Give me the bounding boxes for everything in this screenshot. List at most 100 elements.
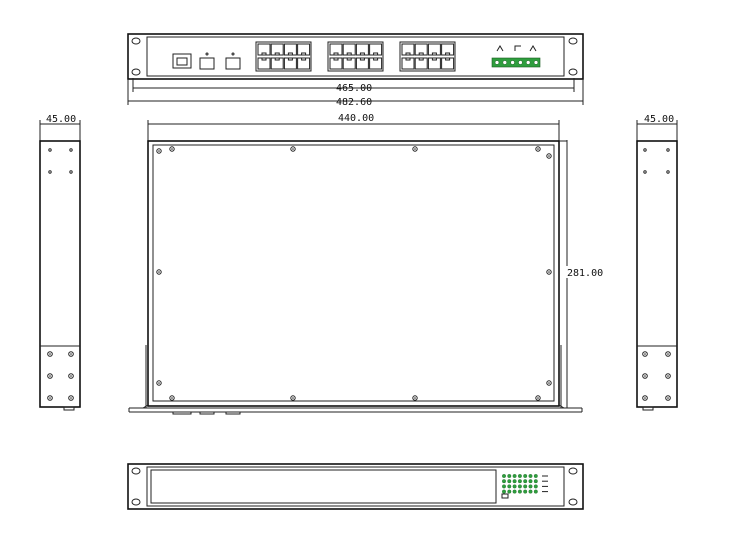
rj45-latch-icon — [418, 57, 424, 61]
mount-hole-icon — [642, 351, 648, 357]
mount-hole-icon — [665, 351, 671, 357]
led-indicator-icon — [517, 474, 522, 478]
rj45-latch-icon — [274, 57, 280, 61]
screw-icon — [535, 395, 541, 401]
side-hole-icon — [48, 148, 52, 152]
rj45-latch-icon — [373, 52, 379, 56]
rj45-latch-icon — [261, 52, 267, 56]
terminal-marking-icon — [496, 45, 537, 52]
mount-hole-center — [49, 353, 51, 355]
led-indicator-icon — [507, 479, 512, 484]
terminal-pin-icon — [533, 60, 539, 65]
led-indicator-icon — [507, 484, 512, 489]
rack-hole-icon — [568, 68, 578, 76]
led-indicator-icon — [523, 474, 528, 478]
terminal-pin-icon — [510, 60, 515, 65]
rj45-latch-icon — [445, 57, 451, 61]
rj45-block-outline — [399, 41, 456, 72]
rj45-latch-icon — [431, 57, 437, 61]
mount-hole-icon — [47, 373, 53, 379]
rj45-latch-icon — [287, 57, 293, 61]
mount-hole-center — [644, 397, 646, 399]
top-view: 440.00 281.00 — [128, 113, 603, 415]
screw-icon — [535, 146, 541, 152]
dim-label-height-left: 45.00 — [46, 114, 76, 125]
led-indicator-icon — [533, 484, 538, 489]
mount-hole-icon — [68, 373, 74, 379]
screw-center — [171, 148, 173, 150]
screw-icon — [156, 380, 162, 386]
front-panel-outline — [127, 33, 584, 80]
dim-label-height-right: 45.00 — [644, 114, 674, 125]
rack-hole-icon — [131, 498, 141, 506]
rj45-latch-icon — [418, 52, 424, 56]
screw-icon — [169, 395, 175, 401]
led-indicator-icon — [523, 489, 528, 494]
rj45-block-outline — [255, 41, 312, 72]
mount-hole-center — [667, 375, 669, 377]
rj45-latch-icon — [287, 52, 293, 56]
rear-view — [127, 463, 584, 510]
mount-hole-icon — [47, 395, 53, 401]
terminal-block-icon — [491, 57, 541, 68]
screw-center — [158, 382, 160, 384]
led-indicator-icon — [528, 489, 533, 494]
led-indicator-icon — [523, 479, 528, 484]
sfp-port-icon — [225, 57, 241, 70]
screw-icon — [546, 380, 552, 386]
chassis-top-outline — [147, 140, 560, 407]
led-indicator-icon — [528, 484, 533, 489]
led-indicator-icon — [528, 474, 533, 478]
rack-hole-icon — [568, 467, 578, 475]
led-indicator-icon — [517, 489, 522, 494]
port-stub — [63, 406, 75, 411]
screw-center — [548, 155, 550, 157]
console-port-icon — [172, 53, 192, 69]
dim-label-bg — [563, 266, 603, 278]
rj45-latch-icon — [346, 57, 352, 61]
mount-hole-center — [644, 375, 646, 377]
screw-icon — [546, 269, 552, 275]
side-hole-icon — [69, 170, 73, 174]
rear-panel-outline — [127, 463, 584, 510]
mount-hole-center — [667, 397, 669, 399]
front-view: 465.00 482.60 — [127, 33, 584, 108]
mount-hole-icon — [665, 395, 671, 401]
mount-hole-icon — [642, 373, 648, 379]
led-indicator-icon — [533, 479, 538, 484]
dim-label-rack-width: 482.60 — [336, 97, 372, 108]
rj45-latch-icon — [333, 52, 339, 56]
rack-hole-icon — [568, 37, 578, 45]
rj45-latch-icon — [405, 57, 411, 61]
mount-hole-icon — [642, 395, 648, 401]
screw-icon — [156, 148, 162, 154]
rj45-latch-icon — [261, 57, 267, 61]
front-panel-face — [146, 36, 565, 77]
screw-center — [158, 271, 160, 273]
led-indicator-icon — [523, 484, 528, 489]
rj45-port-blocks — [255, 41, 456, 72]
led-indicator-icon — [502, 484, 506, 489]
mount-hole-icon — [68, 351, 74, 357]
sfp-port-icon — [199, 57, 215, 70]
sfp-led-icon — [231, 52, 235, 56]
rack-hole-icon — [131, 467, 141, 475]
led-indicator-icon — [512, 484, 517, 489]
led-indicator-icon — [507, 474, 512, 478]
screw-icon — [169, 146, 175, 152]
rack-hole-icon — [131, 37, 141, 45]
mount-hole-icon — [68, 395, 74, 401]
right-side-view: 45.00 — [636, 114, 678, 411]
rj45-latch-icon — [333, 57, 339, 61]
terminal-pin-icon — [525, 60, 531, 65]
rack-hole-icon — [568, 498, 578, 506]
mount-hole-icon — [47, 351, 53, 357]
led-indicator-grid — [501, 474, 548, 499]
rj45-latch-icon — [431, 52, 437, 56]
side-hole-icon — [48, 170, 52, 174]
rear-panel-face — [146, 466, 565, 507]
mount-hole-center — [70, 353, 72, 355]
mount-hole-center — [70, 375, 72, 377]
rj45-latch-icon — [359, 57, 365, 61]
rj45-latch-icon — [274, 52, 280, 56]
